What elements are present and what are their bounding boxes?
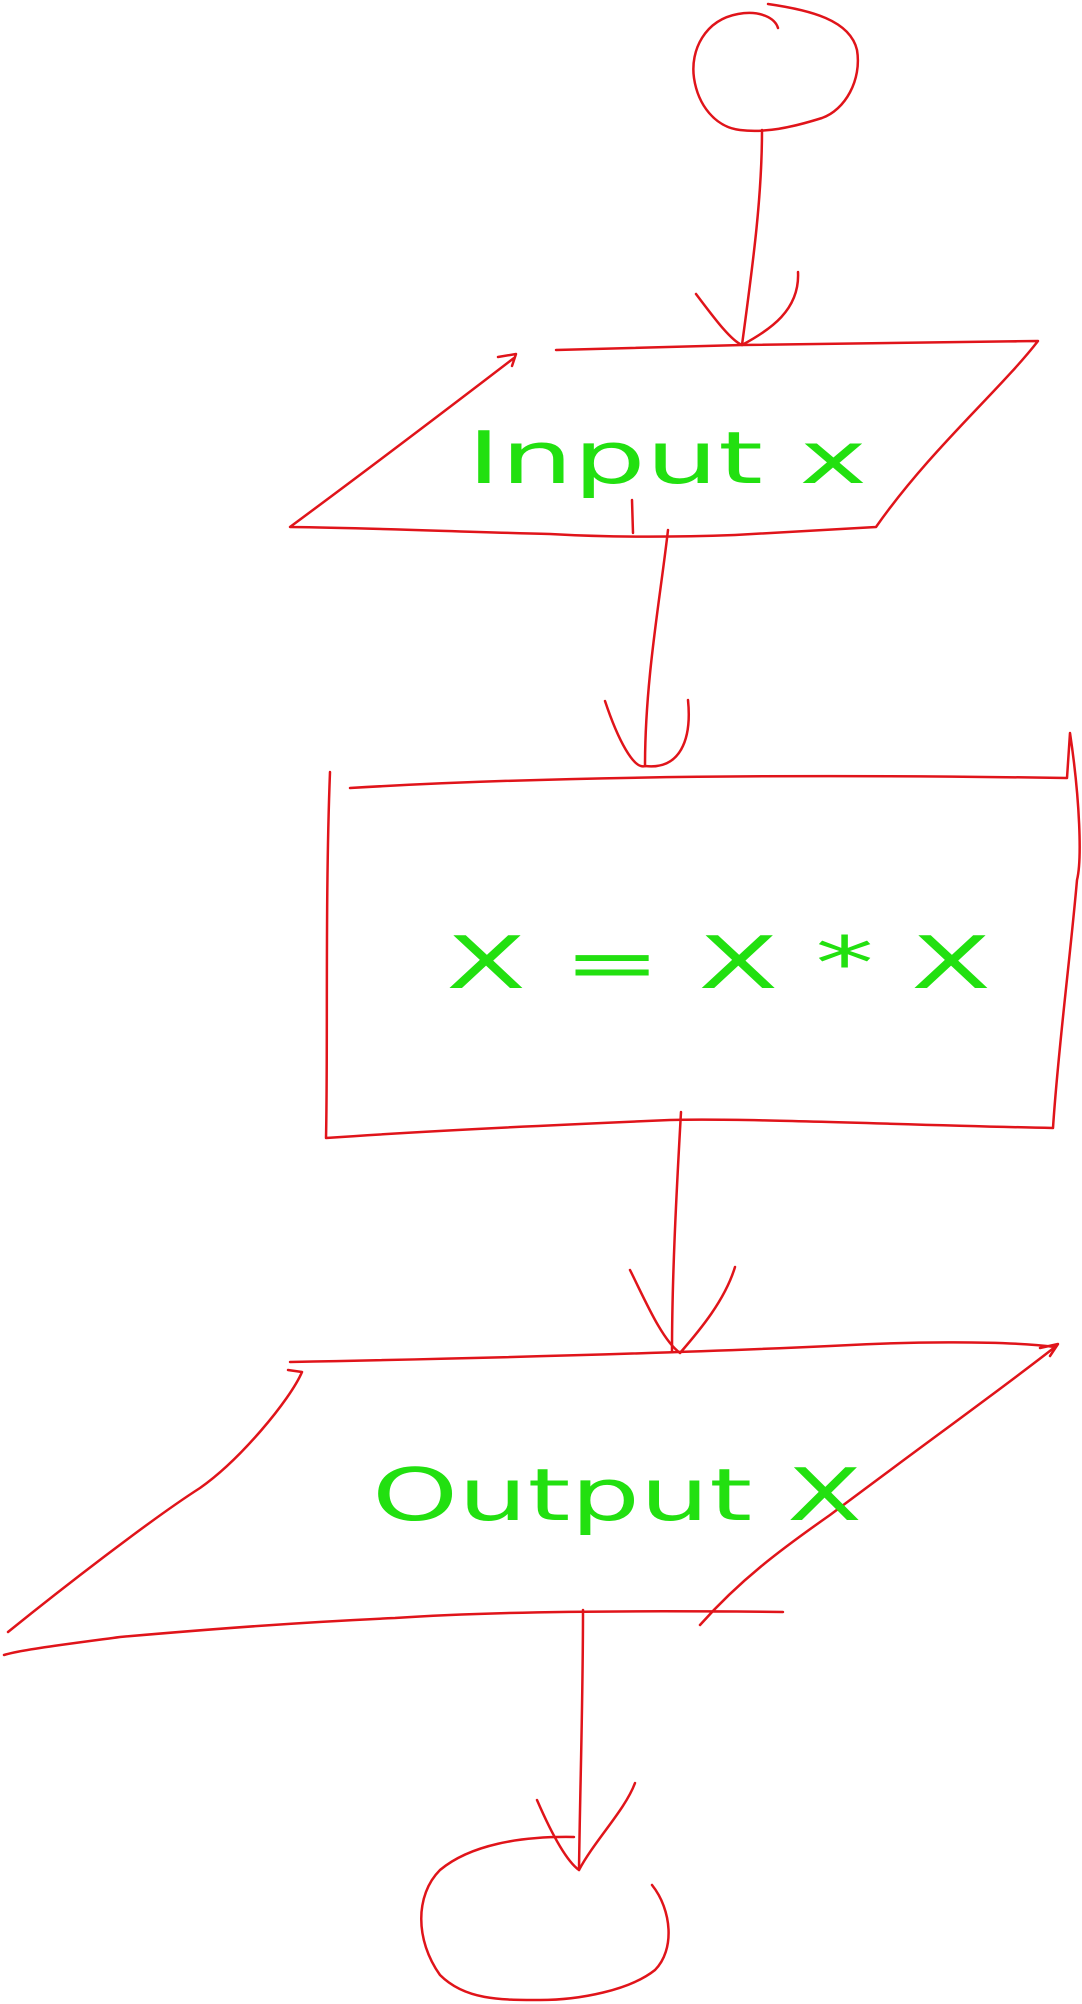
edge-output-to-end	[535, 1608, 637, 1872]
edge-input-to-process	[603, 528, 690, 768]
connector-line	[577, 1608, 585, 1872]
input-corner-mark	[496, 352, 518, 368]
output-label: Output X	[372, 1453, 862, 1537]
end-circle	[420, 1835, 670, 2002]
input-label: Input x	[467, 416, 867, 500]
connector-line	[670, 1110, 683, 1354]
edge-start-to-input	[694, 128, 800, 347]
output-parallelogram	[2, 1341, 1057, 1657]
output-corner-mark	[1038, 1342, 1060, 1358]
process-label: X = X * X	[446, 921, 991, 1005]
input-bottom-tick	[630, 498, 635, 535]
edge-process-to-output	[628, 1110, 737, 1355]
end-node	[420, 1835, 670, 2002]
connector-line	[740, 128, 764, 347]
start-circle	[692, 2, 860, 133]
process-node: X = X * X	[324, 731, 1081, 1140]
input-node: Input x	[288, 339, 1040, 538]
arrowhead	[603, 698, 690, 768]
process-rectangle	[324, 731, 1081, 1140]
arrowhead	[628, 1265, 737, 1355]
output-node: Output X	[2, 1341, 1060, 1657]
arrowhead	[535, 1781, 637, 1872]
start-node	[692, 2, 860, 133]
connector-line	[643, 528, 670, 768]
input-parallelogram	[288, 339, 1040, 538]
